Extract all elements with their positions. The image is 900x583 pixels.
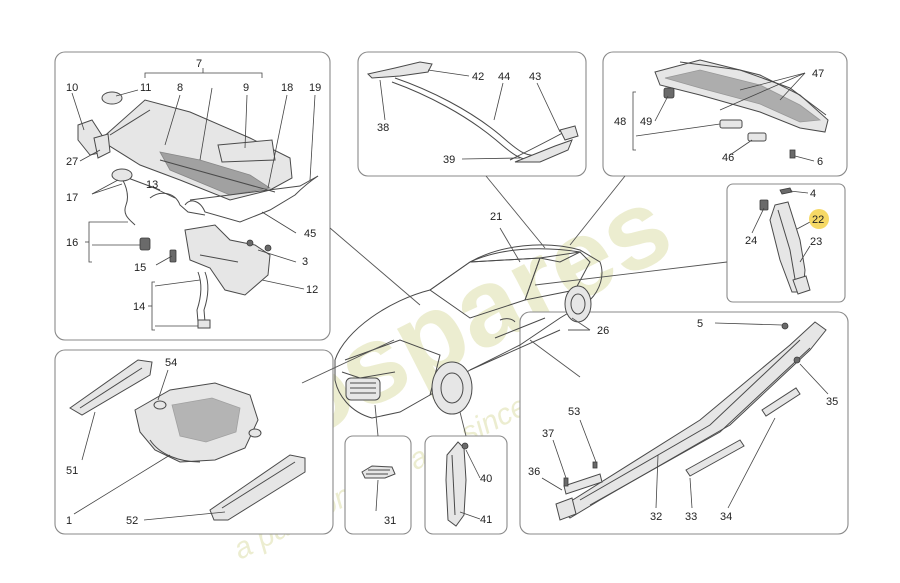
label-41: 41 xyxy=(480,514,492,526)
label-51: 51 xyxy=(66,465,78,477)
label-9: 9 xyxy=(243,82,249,94)
connector-lines xyxy=(301,175,728,437)
label-31: 31 xyxy=(384,515,396,527)
label-21: 21 xyxy=(490,211,502,223)
label-17: 17 xyxy=(66,192,78,204)
label-42: 42 xyxy=(472,71,484,83)
label-3: 3 xyxy=(302,256,308,268)
label-27: 27 xyxy=(66,156,78,168)
label-38: 38 xyxy=(377,122,389,134)
part-labels: 7 10 11 8 9 18 19 27 13 17 16 45 15 3 12… xyxy=(66,58,838,527)
label-35: 35 xyxy=(826,396,838,408)
label-7: 7 xyxy=(196,58,202,70)
label-46: 46 xyxy=(722,152,734,164)
panel-washer-hose xyxy=(357,51,587,177)
label-53: 53 xyxy=(568,406,580,418)
label-12: 12 xyxy=(306,284,318,296)
label-22: 22 xyxy=(812,214,824,226)
label-52: 52 xyxy=(126,515,138,527)
label-15: 15 xyxy=(134,262,146,274)
label-24: 24 xyxy=(745,235,757,247)
side-skirt-parts xyxy=(541,321,829,521)
label-32: 32 xyxy=(650,511,662,523)
label-49: 49 xyxy=(640,116,652,128)
label-5: 5 xyxy=(697,318,703,330)
label-45: 45 xyxy=(304,228,316,240)
label-6: 6 xyxy=(817,156,823,168)
label-16: 16 xyxy=(66,237,78,249)
cowl-parts xyxy=(71,68,319,331)
label-18: 18 xyxy=(281,82,293,94)
label-44: 44 xyxy=(498,71,510,83)
label-23: 23 xyxy=(810,236,822,248)
label-48: 48 xyxy=(614,116,626,128)
pillar-trim-parts xyxy=(751,187,829,295)
label-40: 40 xyxy=(480,473,492,485)
grille-parts xyxy=(361,465,396,512)
rear-spoiler-parts xyxy=(632,59,829,162)
label-10: 10 xyxy=(66,82,78,94)
label-54: 54 xyxy=(165,357,177,369)
label-43: 43 xyxy=(529,71,541,83)
engine-cover-parts xyxy=(69,359,306,521)
label-1: 1 xyxy=(66,515,72,527)
label-14: 14 xyxy=(133,301,145,313)
label-4: 4 xyxy=(810,188,816,200)
label-8: 8 xyxy=(177,82,183,94)
label-39: 39 xyxy=(443,154,455,166)
label-34: 34 xyxy=(720,511,732,523)
panel-cowl xyxy=(54,51,331,341)
label-19: 19 xyxy=(309,82,321,94)
washer-hose-parts xyxy=(367,61,579,163)
label-11: 11 xyxy=(140,82,151,94)
label-33: 33 xyxy=(685,511,697,523)
highlight-marker-22 xyxy=(809,209,829,229)
label-37: 37 xyxy=(542,428,554,440)
label-26: 26 xyxy=(597,325,609,337)
label-47: 47 xyxy=(812,68,824,80)
label-13: 13 xyxy=(146,179,158,191)
car-illustration xyxy=(334,244,603,419)
side-trim-parts xyxy=(445,441,481,527)
label-36: 36 xyxy=(528,466,540,478)
